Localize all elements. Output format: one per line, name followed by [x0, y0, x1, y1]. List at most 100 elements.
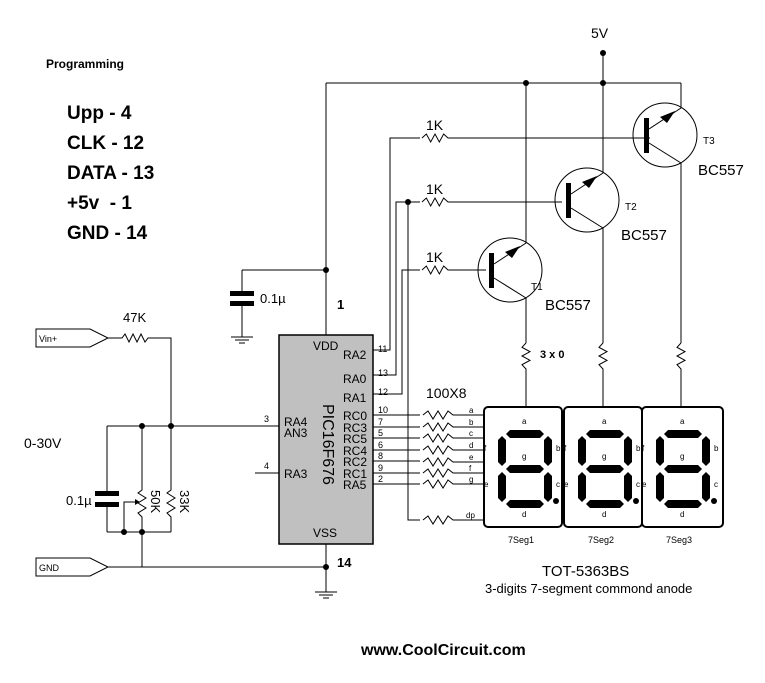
segment-g: [664, 465, 702, 473]
segment-label-d: d: [602, 510, 606, 519]
segment-label-f: f: [564, 444, 567, 453]
segment-label-g: g: [680, 452, 684, 461]
segment-label-a: a: [522, 417, 527, 426]
pin-number: 11: [378, 344, 387, 354]
decimal-point: [711, 498, 717, 504]
segment-label-b: b: [636, 444, 641, 453]
digit-name: 7Seg3: [666, 535, 692, 545]
cap-vdd-label: 0.1µ: [260, 291, 286, 306]
chip-pin-rc3: RC3: [343, 421, 367, 435]
junction: [121, 529, 127, 535]
chip-pin-rc2: RC2: [343, 455, 367, 469]
chip-pin-ra4: RA4: [284, 415, 308, 429]
transistor-model: BC557: [545, 297, 591, 314]
potentiometer-50k[interactable]: [123, 426, 147, 532]
chip-pin-ra2: RA2: [343, 348, 367, 362]
prog-pin-5v: +5v - 1: [67, 193, 132, 214]
segment-label-g: g: [522, 452, 526, 461]
r-collector-label: 3 x 0: [540, 349, 564, 361]
base-resistor-label: 1K: [426, 117, 444, 133]
base-resistor: [421, 196, 562, 208]
r-array-label: 100X8: [426, 385, 467, 401]
pin-number: 7: [378, 417, 383, 427]
website-footer[interactable]: www.CoolCircuit.com: [360, 642, 526, 659]
segment-a: [586, 430, 624, 438]
segment-label-f: f: [642, 444, 645, 453]
chip-pin-ra5: RA5: [343, 478, 367, 492]
segment-f: [656, 436, 664, 466]
segment-label-d: d: [680, 510, 684, 519]
input-range: 0-30V: [24, 435, 62, 451]
chip-name: PIC16F676: [319, 404, 336, 485]
segment-line-label: d: [469, 441, 473, 450]
pot-label: 50K: [148, 490, 163, 513]
collector-resistor: [675, 342, 687, 407]
chip-vss-label: VSS: [313, 526, 337, 540]
transistor-t2: [554, 83, 620, 343]
pin-4: 4: [264, 461, 269, 471]
segment-resistor: [422, 457, 484, 467]
segment-resistor: [422, 422, 484, 432]
pic-chip: [278, 334, 374, 545]
prog-pin-gnd: GND - 14: [67, 223, 148, 244]
collector-resistor: [520, 342, 532, 407]
base-resistor-label: 1K: [426, 181, 444, 197]
display-description: 3-digits 7-segment commond anode: [485, 581, 692, 596]
vdd-pin-number: 1: [337, 297, 344, 312]
resistor-33k: [166, 426, 176, 532]
segment-g: [586, 465, 624, 473]
segment-b: [544, 436, 552, 466]
segment-a: [664, 430, 702, 438]
programming-title: Programming: [46, 57, 124, 71]
pin-number: 9: [378, 463, 383, 473]
segment-label-a: a: [602, 417, 607, 426]
segment-label-a: a: [680, 417, 685, 426]
capacitor-vdd: [230, 269, 326, 344]
segment-label-c: c: [556, 480, 560, 489]
r-in-label: 47K: [123, 310, 146, 325]
pin-number: 12: [378, 387, 388, 397]
segment-f: [578, 436, 586, 466]
segment-line-label: b: [469, 418, 474, 427]
supply-node: [600, 50, 606, 56]
vin-connector[interactable]: [35, 328, 110, 348]
segment-label-g: g: [602, 452, 606, 461]
chip-pin-ra1: RA1: [343, 391, 367, 405]
segment-resistor: [422, 433, 484, 443]
display-part: TOT-5363BS: [542, 563, 629, 580]
segment-e: [578, 472, 586, 502]
segment-b: [624, 436, 632, 466]
pin-number: 6: [378, 440, 383, 450]
chip-pin-an3: AN3: [284, 426, 308, 440]
segment-label-b: b: [714, 444, 719, 453]
transistor-t3: [632, 83, 698, 343]
segment-resistor: [422, 468, 484, 478]
transistor-model: BC557: [698, 162, 744, 179]
resistor-47k: [108, 332, 172, 426]
segment-d: [664, 500, 702, 508]
segment-label-e: e: [564, 480, 569, 489]
pin-number: 10: [378, 405, 388, 415]
base-resistor: [421, 132, 650, 144]
segment-a: [506, 430, 544, 438]
collector-resistor: [597, 342, 609, 407]
vin-label: Vin+: [39, 334, 57, 344]
transistor-id: T2: [625, 202, 637, 213]
transistor-id: T3: [703, 136, 715, 147]
ground-symbol: [315, 591, 337, 599]
gnd-connector[interactable]: [35, 557, 110, 577]
transistor-model: BC557: [621, 227, 667, 244]
chip-pin-rc5: RC5: [343, 432, 367, 446]
segment-label-c: c: [714, 480, 718, 489]
segment-b: [702, 436, 710, 466]
transistor-t1: [477, 83, 543, 343]
pin-number: 13: [378, 368, 388, 378]
chip-pin-ra0: RA0: [343, 372, 367, 386]
segment-c: [544, 472, 552, 502]
segment-line-label: f: [469, 464, 472, 473]
pin-number: 2: [378, 474, 383, 484]
segment-resistor: [422, 515, 484, 525]
